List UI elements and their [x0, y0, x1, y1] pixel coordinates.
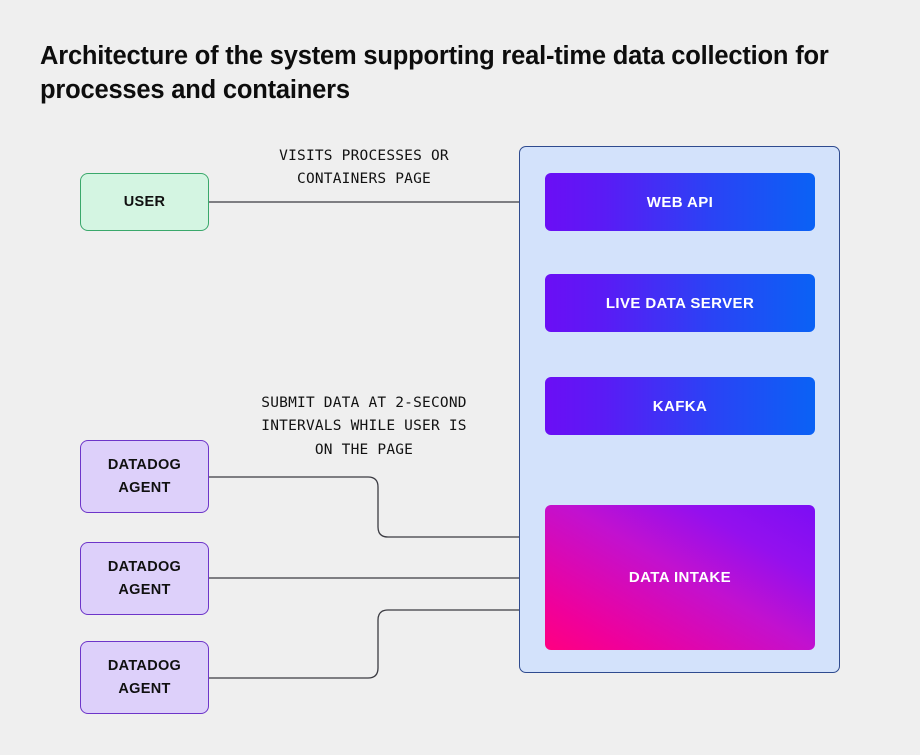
node-data-intake[interactable]: DATA INTAKE — [545, 505, 815, 650]
node-live-data-server[interactable]: LIVE DATA SERVER — [545, 274, 815, 332]
edge-label-visits-page: VISITS PROCESSES OR CONTAINERS PAGE — [279, 148, 449, 188]
edge-agent-3-to-data-intake — [209, 606, 537, 679]
node-datadog-agent-1[interactable]: DATADOG AGENT — [80, 440, 209, 513]
node-user[interactable]: USER — [80, 173, 209, 231]
edge-label-submit-data: SUBMIT DATA AT 2-SECOND INTERVALS WHILE … — [261, 395, 467, 458]
node-kafka[interactable]: KAFKA — [545, 377, 815, 435]
node-datadog-agent-2[interactable]: DATADOG AGENT — [80, 542, 209, 615]
page-title: Architecture of the system supporting re… — [40, 42, 829, 104]
node-datadog-agent-3[interactable]: DATADOG AGENT — [80, 641, 209, 714]
node-web-api[interactable]: WEB API — [545, 173, 815, 231]
edge-agent-1-to-data-intake — [209, 476, 537, 541]
